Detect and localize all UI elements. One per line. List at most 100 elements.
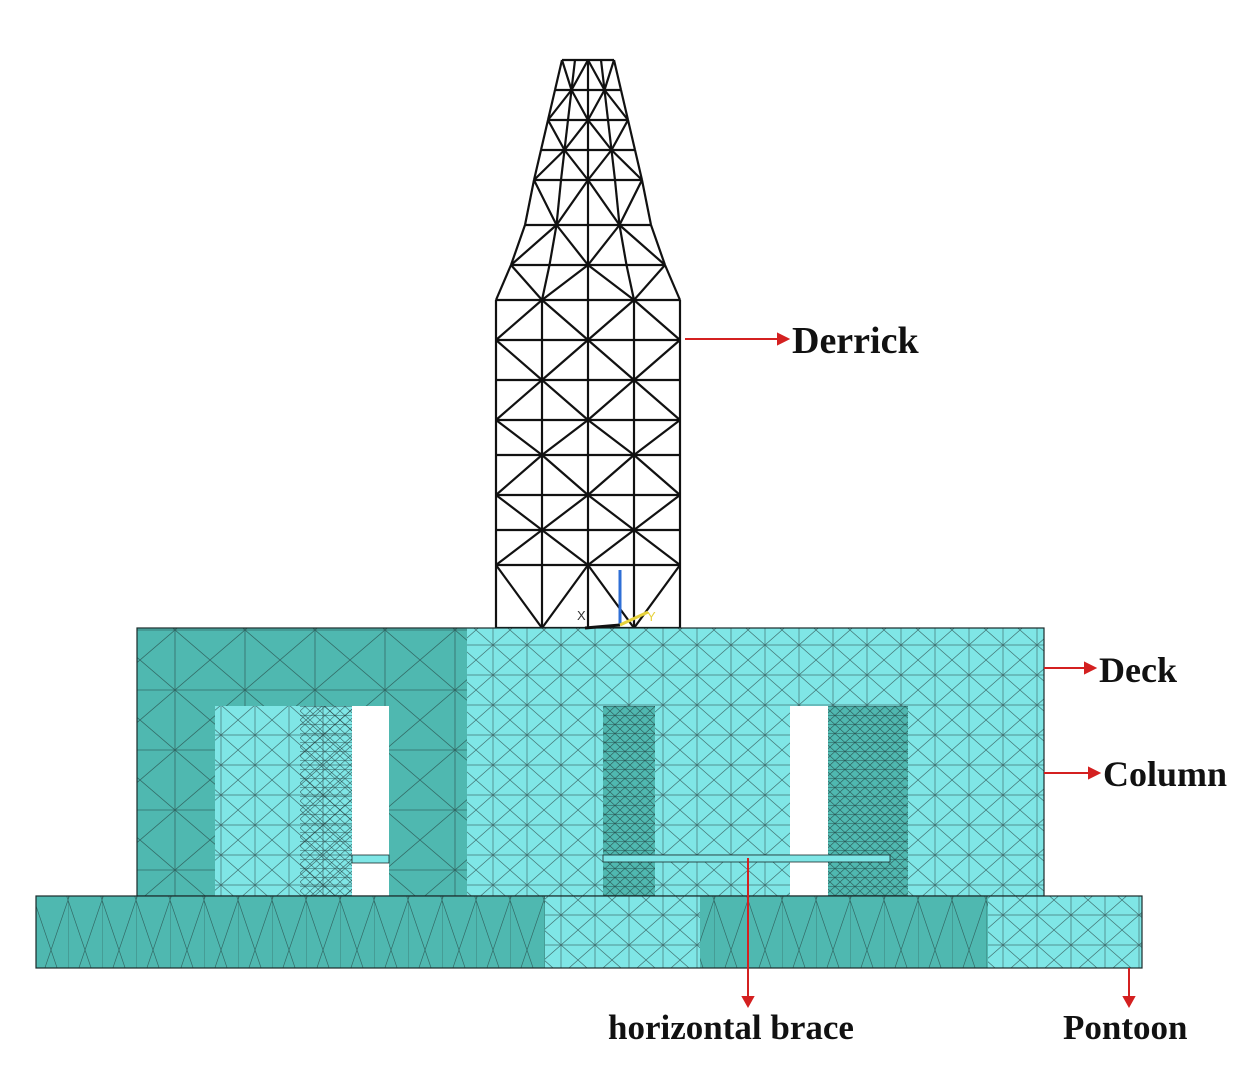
truss-member <box>560 59 573 91</box>
left-brace <box>351 854 390 864</box>
truss-member <box>587 149 613 181</box>
truss-member <box>532 149 543 181</box>
truss-member <box>603 59 616 91</box>
truss-member <box>541 564 589 629</box>
truss-member <box>587 564 635 629</box>
truss-member <box>541 529 589 566</box>
truss-member <box>633 264 666 301</box>
truss-member <box>540 264 551 301</box>
truss-member <box>563 149 589 181</box>
truss-member <box>553 59 564 91</box>
truss-member <box>610 149 643 181</box>
truss-member <box>541 264 589 301</box>
truss-member <box>559 149 566 181</box>
truss-member <box>587 529 635 566</box>
coordinate-triad: X Y <box>577 570 656 630</box>
truss-member <box>587 89 606 121</box>
truss-member <box>618 224 666 266</box>
truss-member <box>640 179 653 226</box>
truss-member <box>587 224 621 266</box>
truss-member <box>587 494 635 531</box>
hull-mesh <box>136 627 1045 897</box>
truss-member <box>603 89 629 121</box>
truss-member <box>649 224 667 266</box>
truss-member <box>547 89 573 121</box>
truss-member <box>541 339 589 381</box>
truss-member <box>495 419 543 456</box>
truss-member <box>633 379 681 421</box>
truss-member <box>523 179 536 226</box>
truss-member <box>495 529 543 566</box>
truss-member <box>539 119 550 151</box>
deck-label: Deck <box>1099 650 1177 690</box>
truss-member <box>541 299 589 341</box>
truss-member <box>587 264 635 301</box>
truss-member <box>633 299 681 341</box>
truss-member <box>613 179 621 226</box>
truss-member <box>555 179 589 226</box>
truss-member <box>587 379 635 421</box>
pontoon-label: Pontoon <box>1063 1008 1188 1047</box>
truss-member <box>495 379 543 421</box>
derrick-truss <box>494 58 682 630</box>
truss-member <box>618 179 643 226</box>
triad-y-label: Y <box>647 609 656 624</box>
truss-member <box>541 454 589 496</box>
horizontal-brace-bar <box>602 854 891 863</box>
truss-member <box>555 224 589 266</box>
column-label: Column <box>1103 754 1228 794</box>
truss-member <box>541 379 589 421</box>
truss-member <box>618 224 628 266</box>
truss-member <box>587 299 635 341</box>
truss-member <box>570 59 589 91</box>
truss-member <box>633 339 681 381</box>
leader-lines <box>685 332 1136 1009</box>
truss-member <box>533 149 566 181</box>
truss-member <box>619 89 630 121</box>
truss-member <box>587 119 613 151</box>
truss-member <box>495 494 543 531</box>
pontoon-mesh <box>35 895 1143 969</box>
truss-member <box>547 119 566 151</box>
truss-member <box>509 224 527 266</box>
truss-member <box>612 59 623 91</box>
truss-member <box>587 454 635 496</box>
truss-member <box>541 419 589 456</box>
truss-member <box>510 224 558 266</box>
truss-member <box>603 89 610 121</box>
truss-member <box>510 264 543 301</box>
truss-member <box>610 149 617 181</box>
truss-member <box>563 119 570 151</box>
truss-member <box>633 419 681 456</box>
truss-member <box>633 454 681 496</box>
truss-member <box>663 264 682 301</box>
truss-member <box>633 564 681 629</box>
truss-member <box>606 119 613 151</box>
truss-member <box>587 419 635 456</box>
truss-member <box>610 119 629 151</box>
truss-member <box>633 529 681 566</box>
truss-member <box>555 179 563 226</box>
truss-member <box>626 119 637 151</box>
truss-member <box>548 224 558 266</box>
truss-member <box>587 339 635 381</box>
truss-member <box>533 179 558 226</box>
truss-member <box>563 119 589 151</box>
truss-member <box>633 494 681 531</box>
truss-member <box>570 89 589 121</box>
truss-member <box>625 264 636 301</box>
right-opening <box>790 706 828 896</box>
truss-member <box>495 339 543 381</box>
truss-member <box>495 299 543 341</box>
truss-member <box>494 264 513 301</box>
truss-member <box>633 149 644 181</box>
horizontal-brace-label: horizontal brace <box>608 1008 854 1047</box>
truss-member <box>566 89 573 121</box>
triad-x-label: X <box>577 608 586 623</box>
truss-member <box>541 494 589 531</box>
truss-member <box>495 454 543 496</box>
truss-member <box>599 59 606 91</box>
truss-member <box>570 59 577 91</box>
